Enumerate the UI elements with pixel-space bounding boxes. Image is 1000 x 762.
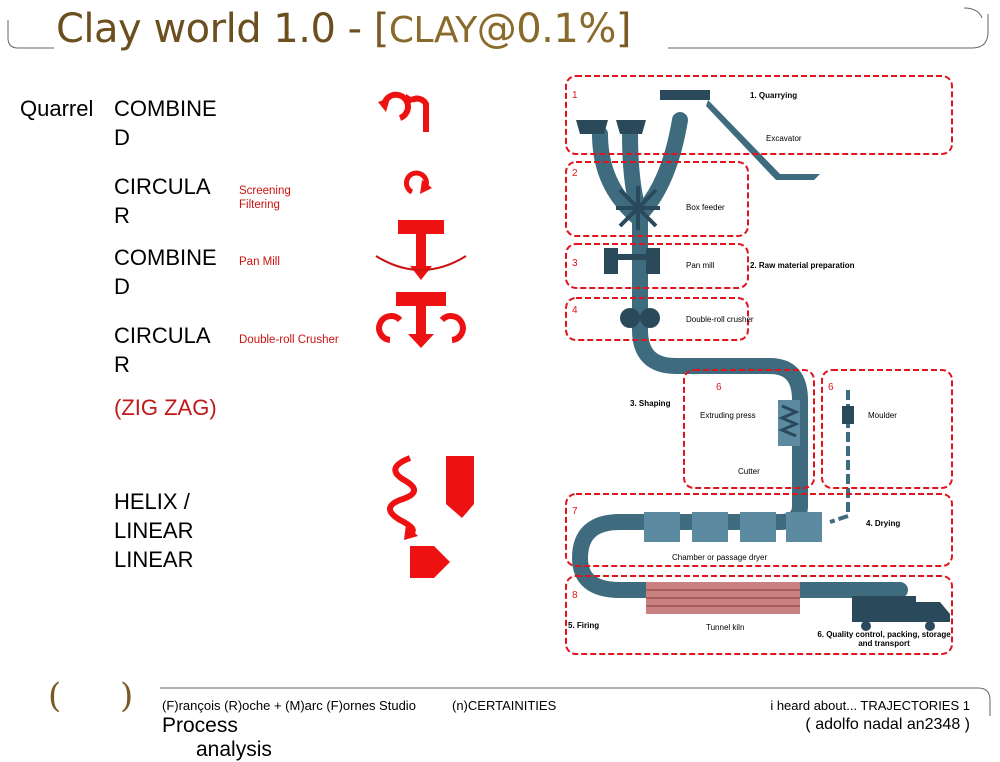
author-text: ( adolfo nadal an2348 ) <box>805 716 970 733</box>
type-line: COMBINE <box>114 96 217 121</box>
helix-linear-label: HELIX / LINEAR LINEAR <box>114 489 194 572</box>
box-num: 7 <box>572 506 578 517</box>
title-bracket-close: ] <box>615 6 632 52</box>
box-6b <box>821 369 953 489</box>
circular-icon <box>403 170 429 195</box>
type-line: R <box>114 203 130 228</box>
box-7 <box>565 493 953 567</box>
box-label: Extruding press <box>700 411 756 420</box>
zigzag-label: (ZIG ZAG) <box>114 395 217 420</box>
box-2 <box>565 161 749 237</box>
double-roll-icon <box>376 292 466 348</box>
process-label: Process <box>162 714 238 737</box>
box-3 <box>565 243 749 289</box>
process-label-2: analysis <box>196 738 272 761</box>
process-pan-mill: Pan Mill <box>239 256 280 268</box>
process-screening: Screening Filtering <box>239 185 291 211</box>
paren-close: ) <box>120 676 134 716</box>
box-label: Box feeder <box>686 203 725 212</box>
type-row-2: CIRCULA R <box>114 172 211 230</box>
type-line: R <box>114 352 130 377</box>
box-label: 1. Quarrying <box>750 91 797 100</box>
title-caps: CLAY <box>388 10 477 51</box>
pan-mill-icon <box>375 220 467 280</box>
linear-arrow-down <box>446 456 474 518</box>
combined-rotate-icon <box>381 91 429 132</box>
title-main: Clay world 1.0 - <box>56 6 374 52</box>
box-6a <box>683 369 815 489</box>
paren-open: ( <box>48 676 62 716</box>
box-label: Tunnel kiln <box>706 623 744 632</box>
linear-arrow-right <box>410 546 450 578</box>
type-row-4: CIRCULA R <box>114 321 211 379</box>
box-sub: Excavator <box>766 134 802 143</box>
box-num: 6 <box>716 382 722 393</box>
box-num: 1 <box>572 90 578 101</box>
type-row-1: COMBINE D <box>114 94 217 152</box>
box-label: Chamber or passage dryer <box>672 553 767 562</box>
box-sub: Cutter <box>738 467 760 476</box>
box-side: 4. Drying <box>866 519 900 528</box>
box-label: Moulder <box>868 411 897 420</box>
box-4 <box>565 297 749 341</box>
firing-label: 5. Firing <box>568 621 599 630</box>
box-num: 3 <box>572 258 578 269</box>
type-line: CIRCULA <box>114 174 211 199</box>
process-double-roll: Double-roll Crusher <box>239 334 339 346</box>
box-num: 8 <box>572 590 578 601</box>
trajectories-text: i heard about... TRAJECTORIES 1 <box>770 698 970 713</box>
box-side: 6. Quality control, packing, storage and… <box>817 630 951 648</box>
type-line: D <box>114 274 130 299</box>
type-line: COMBINE <box>114 245 217 270</box>
title-rest: @0.1% <box>476 6 617 52</box>
type-line: D <box>114 125 130 150</box>
box-label: Double-roll crusher <box>686 315 754 324</box>
shaping-label: 3. Shaping <box>630 399 671 408</box>
box-num: 2 <box>572 168 578 179</box>
box-side: 2. Raw material preparation <box>750 261 855 270</box>
credits-text: (F)rançois (R)oche + (M)arc (F)ornes Stu… <box>162 698 416 713</box>
type-row-3: COMBINE D <box>114 243 217 301</box>
box-num: 6 <box>828 382 834 393</box>
uncertainties-text: (n)CERTAINITIES <box>452 698 557 713</box>
box-8 <box>565 575 953 655</box>
box-1 <box>565 75 953 155</box>
box-num: 4 <box>572 305 578 316</box>
slide-title: Clay world 1.0 - [CLAY@0.1%] <box>56 6 631 52</box>
motion-icons <box>375 91 474 578</box>
clay-process-diagram: 1 1. Quarrying Excavator 2 Box feeder 3 … <box>565 75 953 655</box>
quarrel-label: Quarrel <box>20 96 94 121</box>
title-bracket-open: [ <box>373 6 390 52</box>
type-line: CIRCULA <box>114 323 211 348</box>
box-label: Pan mill <box>686 261 715 270</box>
helix-icon <box>387 455 417 535</box>
